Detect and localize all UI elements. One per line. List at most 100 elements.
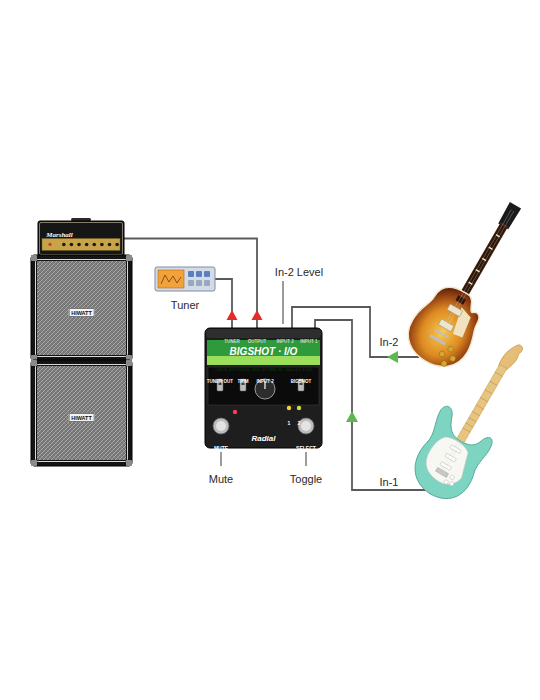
tuner-key	[196, 280, 202, 286]
amp-knob	[92, 243, 96, 247]
stratocaster-guitar	[436, 467, 449, 477]
amp-knob	[70, 243, 74, 247]
corner-protector	[126, 360, 132, 366]
les-paul-guitar	[398, 277, 492, 377]
cabinet-piping	[36, 365, 128, 462]
tuner-key	[188, 271, 194, 277]
cabinet-piping	[36, 260, 128, 357]
corner-protector	[31, 360, 37, 366]
amp-knob	[115, 243, 119, 247]
led-number: 1	[288, 420, 291, 426]
text-slot: 1	[288, 412, 291, 428]
brand-logo: Marshall	[46, 231, 72, 239]
cable-line	[124, 239, 257, 329]
text-slot: 2	[298, 412, 301, 428]
tagline-band	[207, 356, 320, 365]
text-slot: HIWATT	[68, 406, 95, 422]
power-jewel	[48, 243, 51, 246]
tuner-device-art	[155, 267, 215, 291]
callout-label: In-1	[380, 476, 399, 488]
control-panel	[208, 367, 319, 405]
amp-knob	[62, 243, 66, 247]
leader-line	[305, 452, 306, 466]
stratocaster-guitar	[441, 347, 515, 472]
signal-arrow	[346, 411, 358, 422]
tuner-body	[155, 267, 215, 291]
text-slot: OUTPUT	[248, 330, 267, 346]
channel-led	[297, 406, 301, 410]
corner-protector	[126, 460, 132, 466]
jack-label: TUNER	[224, 339, 240, 344]
control-label: TRIM	[238, 379, 249, 384]
stratocaster-guitar	[419, 432, 477, 491]
text-slot: MUTE	[214, 437, 228, 453]
leader-line	[220, 452, 221, 466]
control-panel	[42, 239, 120, 251]
cabinet-grille	[37, 366, 126, 460]
text-slot: Tuner	[171, 296, 199, 312]
text-slot: In-2 Level	[275, 263, 323, 279]
les-paul-guitar	[440, 360, 448, 368]
tuner-key	[204, 271, 210, 277]
leader-line	[282, 281, 283, 324]
corner-protector	[31, 255, 37, 261]
signal-cable	[215, 279, 238, 328]
les-paul-guitar	[459, 224, 507, 300]
signal-cable	[124, 239, 263, 329]
product-logo: BIGSHOT · I/O	[230, 346, 298, 357]
text-slot: INPUT 2	[256, 370, 273, 386]
tuner-device: Tuner	[155, 267, 215, 291]
les-paul-guitar	[447, 304, 463, 317]
amp-piping	[40, 223, 123, 255]
footswitch-cap	[216, 421, 226, 431]
logo-band	[207, 340, 320, 356]
les-paul-guitar	[438, 319, 454, 332]
stratocaster-guitar	[433, 445, 470, 488]
switch-label: SELECT	[296, 445, 316, 451]
les-paul-guitar	[449, 355, 457, 363]
stratocaster-guitar	[441, 347, 512, 471]
text-slot: INPUT 1	[300, 330, 317, 346]
cable-line	[215, 279, 232, 328]
stratocaster-guitar	[443, 479, 449, 485]
les-paul-guitar	[434, 328, 449, 338]
cabinet-grille	[37, 261, 126, 355]
corner-protector	[126, 255, 132, 261]
text-slot: Marshall	[46, 224, 72, 240]
signal-arrow	[387, 351, 398, 363]
les-paul-guitar	[468, 234, 500, 285]
cabinet-frame	[31, 360, 132, 466]
footswitch-cap	[301, 421, 311, 431]
callout-label: In-2 Level	[275, 266, 323, 278]
control-label: INPUT 2	[256, 379, 273, 384]
amp-head: Marshall	[38, 221, 124, 256]
channel-led	[287, 406, 291, 410]
jack-label: INPUT 2	[276, 339, 293, 344]
product-tagline: TRUE-BYPASS INSTRUMENT SELECTOR	[214, 366, 312, 372]
text-slot: INPUT 2	[276, 330, 293, 346]
speaker-cabinet: HIWATT	[31, 255, 132, 361]
amp-knob	[100, 243, 104, 247]
led-number: 2	[298, 420, 301, 426]
amp-tolex	[38, 221, 124, 256]
amp-knob	[77, 243, 81, 247]
text-slot: Mute	[209, 470, 233, 486]
tuner-screen	[158, 270, 184, 288]
trim-knob	[255, 379, 275, 399]
jack-label: OUTPUT	[248, 339, 267, 344]
footswitch	[213, 418, 229, 434]
switch-label: MUTE	[214, 445, 228, 451]
tuner-key	[188, 280, 194, 286]
text-slot: BIGSHOT · I/O	[230, 342, 298, 358]
stratocaster-guitar	[444, 349, 515, 473]
corner-protector	[31, 460, 37, 466]
stratocaster-guitar	[449, 475, 455, 481]
text-slot: In-2	[380, 333, 399, 349]
pedal-body	[205, 328, 322, 448]
stratocaster-guitar	[449, 481, 455, 487]
speaker-cabinet: HIWATT	[31, 360, 132, 466]
tuner-key	[204, 280, 210, 286]
les-paul-guitar	[447, 345, 455, 353]
les-paul-guitar	[430, 334, 446, 345]
tuner-meter	[161, 275, 181, 284]
